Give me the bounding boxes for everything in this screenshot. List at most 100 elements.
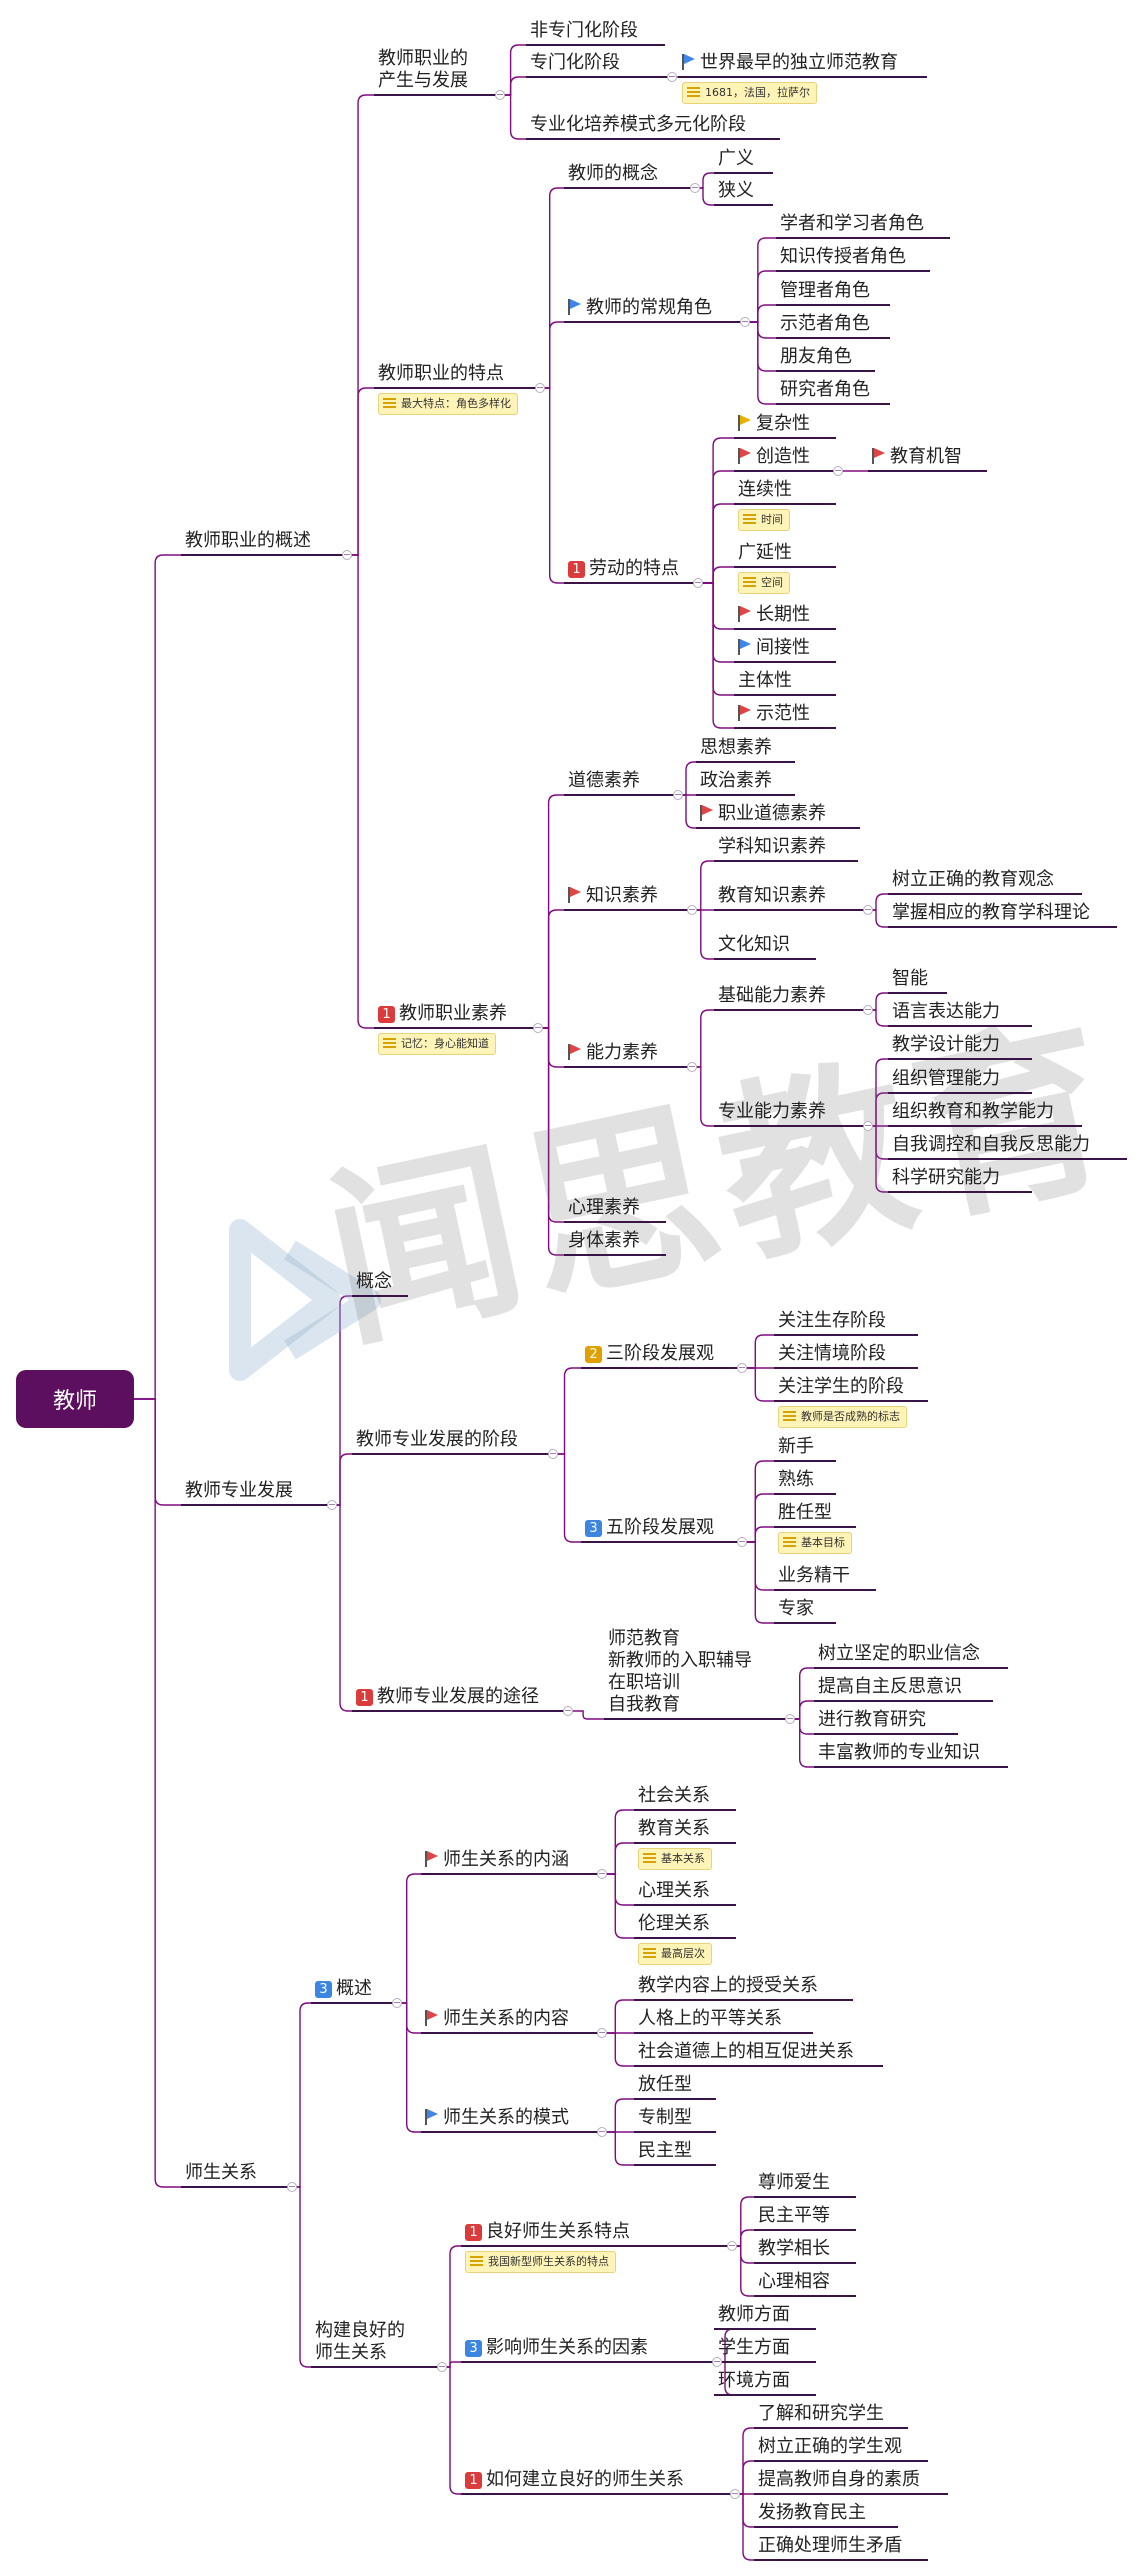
collapse-toggle-icon[interactable] [673,790,683,800]
node-d35[interactable]: 教师方面 [718,2304,790,2326]
node-d5[interactable]: 管理者角色 [780,280,870,302]
note-tag[interactable]: 基本目标 [778,1532,852,1554]
node-c1[interactable]: 非专门化阶段 [530,20,638,42]
node-c11[interactable]: 师生关系的内容 [425,2008,569,2030]
note-tag[interactable]: 空间 [738,572,790,594]
note-tag[interactable]: 我国新型师生关系的特点 [465,2251,616,2273]
node-d29[interactable]: 专制型 [638,2107,692,2129]
node-c10[interactable]: 师生关系的内涵 [425,1849,569,1871]
node-d8[interactable]: 研究者角色 [780,379,870,401]
node-d9[interactable]: 关注生存阶段 [778,1310,886,1332]
collapse-toggle-icon[interactable] [690,183,700,193]
collapse-toggle-icon[interactable] [740,317,750,327]
node-d18[interactable]: 提高自主反思意识 [818,1676,962,1698]
collapse-toggle-icon[interactable] [327,1500,337,1510]
node-d3[interactable]: 学者和学习者角色 [780,213,924,235]
node-a2[interactable]: 教师专业发展 [185,1480,293,1502]
collapse-toggle-icon[interactable] [495,90,505,100]
collapse-toggle-icon[interactable] [597,2127,607,2137]
node-a1[interactable]: 教师职业的概述 [185,530,311,552]
collapse-toggle-icon[interactable] [548,1449,558,1459]
node-c3[interactable]: 专业化培养模式多元化阶段 [530,114,746,136]
node-h4[interactable]: 语言表达能力 [892,1001,1000,1023]
node-h8[interactable]: 自我调控和自我反思能力 [892,1134,1090,1156]
node-d41[interactable]: 发扬教育民主 [758,2502,866,2524]
node-d22[interactable]: 教育关系 [638,1818,710,1840]
node-e5[interactable]: 长期性 [738,604,810,626]
collapse-toggle-icon[interactable] [833,466,843,476]
node-g8[interactable]: 专业能力素养 [718,1101,826,1123]
note-tag[interactable]: 最大特点：角色多样化 [378,393,518,415]
collapse-toggle-icon[interactable] [667,72,677,82]
node-d30[interactable]: 民主型 [638,2140,692,2162]
node-h1[interactable]: 树立正确的教育观念 [892,869,1054,891]
collapse-toggle-icon[interactable] [785,1714,795,1724]
collapse-toggle-icon[interactable] [693,578,703,588]
node-c5[interactable]: 教师的常规角色 [568,297,712,319]
collapse-toggle-icon[interactable] [597,1869,607,1879]
collapse-toggle-icon[interactable] [392,1998,402,2008]
node-d28[interactable]: 放任型 [638,2074,692,2096]
node-b1[interactable]: 教师职业的产生与发展 [378,48,468,92]
node-g6[interactable]: 文化知识 [718,934,790,956]
node-d1[interactable]: 广义 [718,148,754,170]
node-d33[interactable]: 教学相长 [758,2238,830,2260]
node-d31[interactable]: 尊师爱生 [758,2172,830,2194]
note-tag[interactable]: 基本关系 [638,1848,712,1870]
node-e8[interactable]: 示范性 [738,703,810,725]
collapse-toggle-icon[interactable] [730,2489,740,2499]
node-g7[interactable]: 基础能力素养 [718,985,826,1007]
node-b8[interactable]: 构建良好的师生关系 [315,2320,405,2364]
node-d4[interactable]: 知识传授者角色 [780,246,906,268]
node-h5[interactable]: 教学设计能力 [892,1034,1000,1056]
node-f1[interactable]: 道德素养 [568,770,640,792]
node-d7[interactable]: 朋友角色 [780,346,852,368]
node-e6[interactable]: 间接性 [738,637,810,659]
node-f5[interactable]: 身体素养 [568,1230,640,1252]
collapse-toggle-icon[interactable] [563,1706,573,1716]
collapse-toggle-icon[interactable] [342,550,352,560]
collapse-toggle-icon[interactable] [597,2028,607,2038]
note-tag[interactable]: 1681，法国，拉萨尔 [682,82,817,104]
collapse-toggle-icon[interactable] [687,905,697,915]
node-c9[interactable]: 师范教育新教师的入职辅导在职培训自我教育 [608,1628,752,1716]
node-d25[interactable]: 教学内容上的授受关系 [638,1975,818,1997]
node-d42[interactable]: 正确处理师生矛盾 [758,2535,902,2557]
node-a3[interactable]: 师生关系 [185,2162,257,2184]
node-d2[interactable]: 狭义 [718,180,754,202]
node-e4[interactable]: 广延性 [738,542,792,564]
node-d34[interactable]: 心理相容 [758,2271,830,2293]
node-c2a[interactable]: 世界最早的独立师范教育 [682,52,898,74]
node-b4[interactable]: 概念 [356,1271,392,1293]
node-d6[interactable]: 示范者角色 [780,313,870,335]
collapse-toggle-icon[interactable] [535,383,545,393]
collapse-toggle-icon[interactable] [727,2241,737,2251]
node-d23[interactable]: 心理关系 [638,1880,710,1902]
collapse-toggle-icon[interactable] [737,1537,747,1547]
node-g1[interactable]: 思想素养 [700,737,772,759]
collapse-toggle-icon[interactable] [533,1023,543,1033]
node-d40[interactable]: 提高教师自身的素质 [758,2469,920,2491]
node-f2[interactable]: 知识素养 [568,885,658,907]
node-d39[interactable]: 树立正确的学生观 [758,2436,902,2458]
node-g2[interactable]: 政治素养 [700,770,772,792]
node-g5[interactable]: 教育知识素养 [718,885,826,907]
node-h9[interactable]: 科学研究能力 [892,1167,1000,1189]
node-d21[interactable]: 社会关系 [638,1785,710,1807]
node-d32[interactable]: 民主平等 [758,2205,830,2227]
node-d36[interactable]: 学生方面 [718,2337,790,2359]
node-d11[interactable]: 关注学生的阶段 [778,1376,904,1398]
node-d19[interactable]: 进行教育研究 [818,1709,926,1731]
node-e2a[interactable]: 教育机智 [872,446,962,468]
collapse-toggle-icon[interactable] [712,2357,722,2367]
node-d27[interactable]: 社会道德上的相互促进关系 [638,2041,854,2063]
node-d16[interactable]: 专家 [778,1598,814,1620]
